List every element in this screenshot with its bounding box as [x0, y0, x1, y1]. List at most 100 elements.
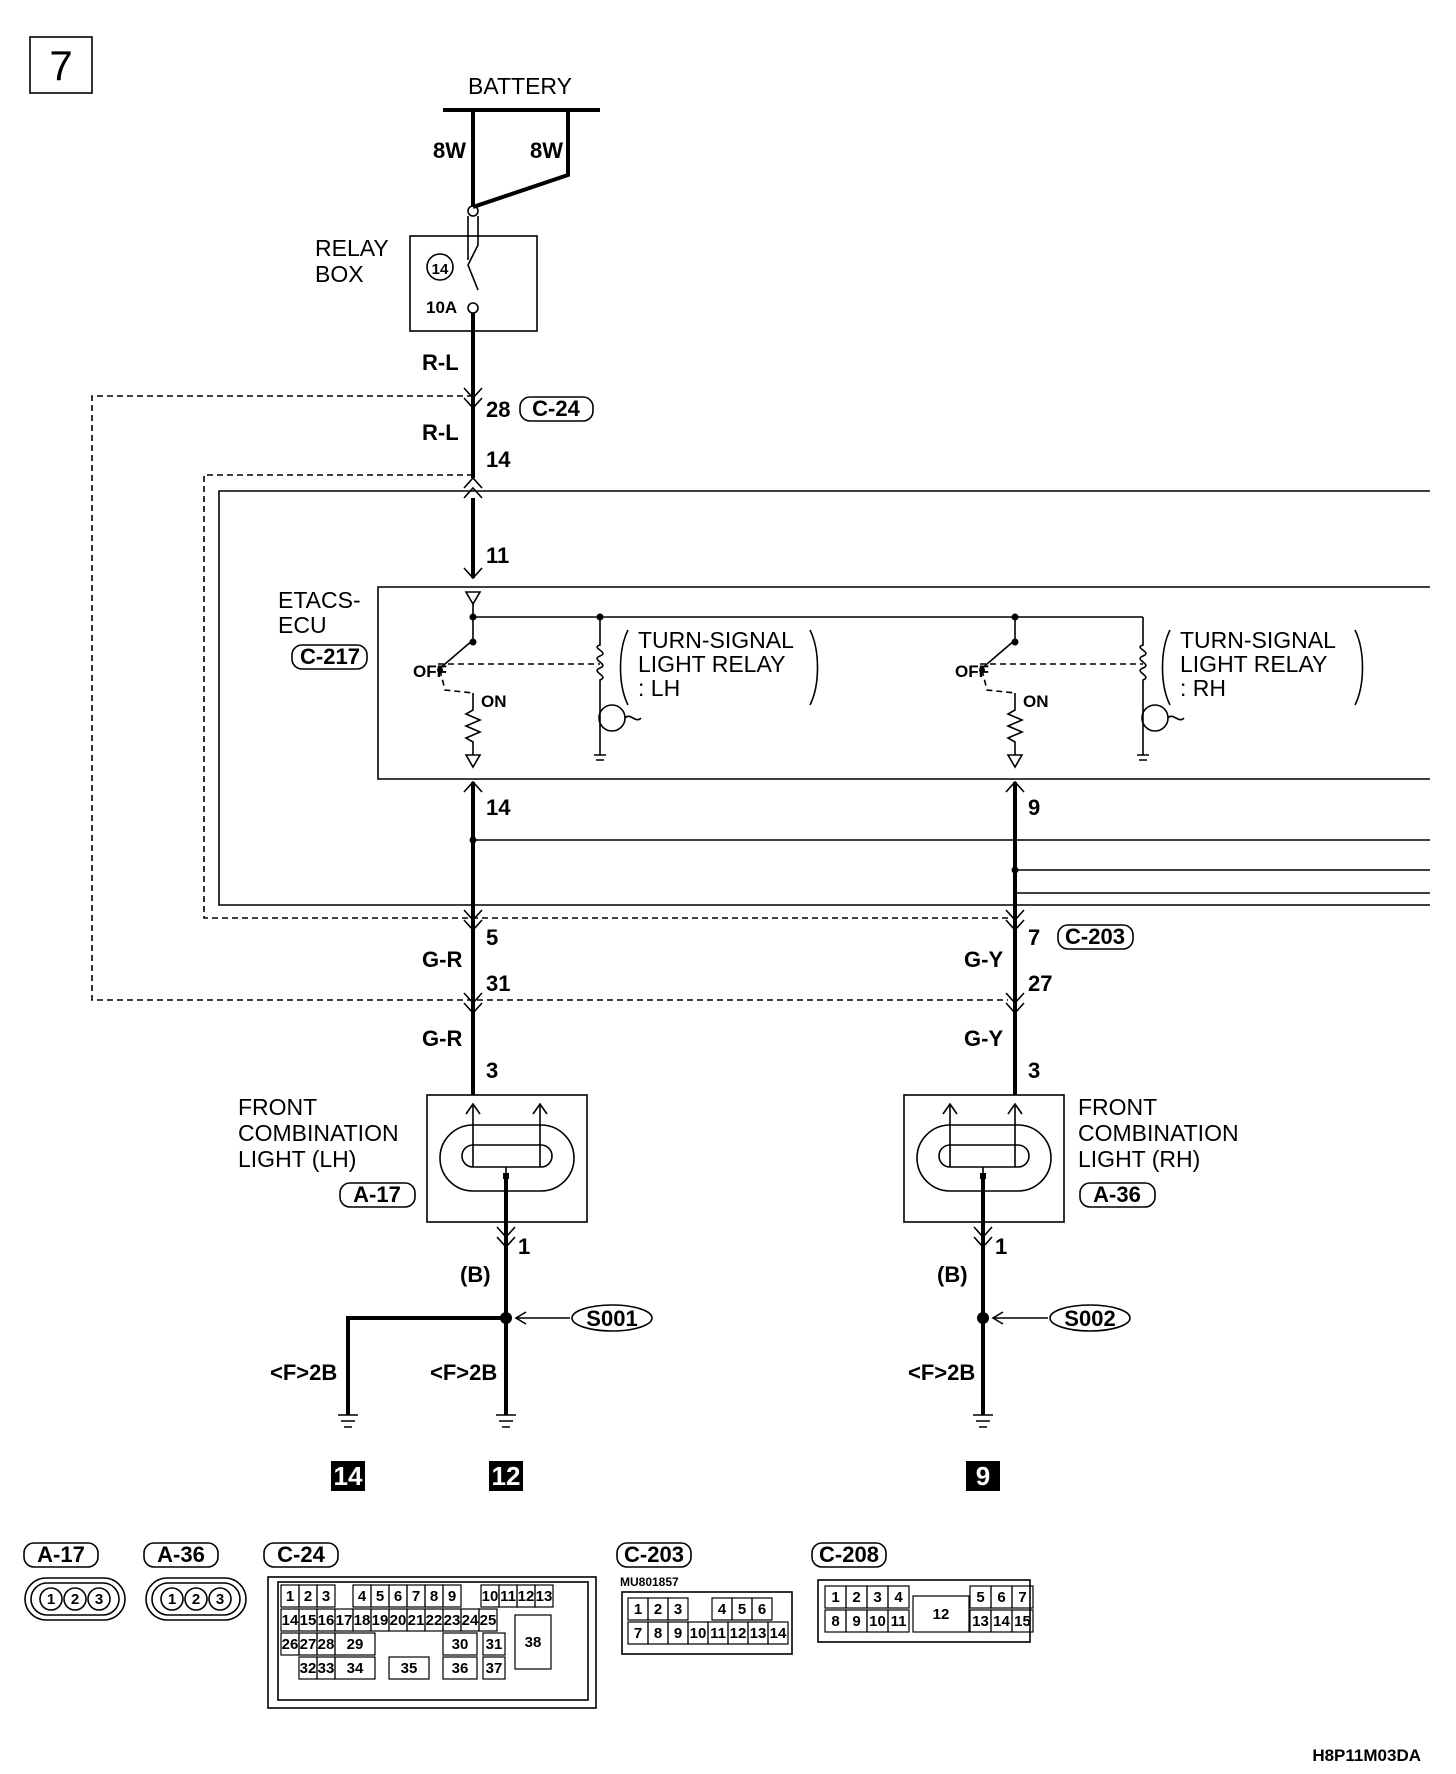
legend-c24-cell — [514, 1614, 552, 1670]
pin-ecu-14: 14 — [486, 795, 511, 820]
legend-c24-pin: 10 — [482, 1588, 499, 1605]
connector-c24-badge — [519, 396, 594, 422]
legend-c208-pin: 7 — [1018, 1589, 1026, 1606]
legend-c24-pin: 31 — [486, 1636, 503, 1653]
ground-14-location: <F>2B — [270, 1360, 337, 1385]
legend-c208-cell — [887, 1585, 910, 1609]
legend-c24-label: C-24 — [277, 1542, 325, 1567]
relay-rh-label-3: : RH — [1180, 675, 1226, 701]
legend-a17-pin: 3 — [95, 1591, 103, 1608]
battery-label: BATTERY — [468, 73, 572, 99]
legend-c208-pin: 9 — [852, 1613, 860, 1630]
legend-c24-cell — [482, 1656, 506, 1680]
page-badge-box — [29, 36, 93, 94]
legend-c208-pin: 12 — [933, 1606, 950, 1623]
legend-c24-pin: 28 — [318, 1636, 335, 1653]
legend-c24-pin: 14 — [282, 1612, 299, 1629]
front-rh-label-3: LIGHT (RH) — [1078, 1146, 1200, 1172]
legend-c208-pin: 11 — [891, 1613, 907, 1630]
legend-c24-pin: 32 — [300, 1660, 317, 1677]
relay-transistor-rh — [1141, 704, 1169, 732]
legend-c203-cell — [667, 1597, 689, 1621]
legend-c24-cell — [442, 1656, 478, 1680]
pin-ecu-11: 11 — [486, 543, 509, 568]
connector-c208-arrow-top — [463, 476, 483, 499]
legend-c24-pin: 33 — [318, 1660, 335, 1677]
wire-b-lh-label: (B) — [460, 1262, 491, 1287]
legend-c24-pin: 7 — [412, 1588, 420, 1605]
battery-wire-right: 8W — [530, 138, 563, 163]
legend-c24-pin: 34 — [347, 1660, 364, 1677]
relay-rh-label-2: LIGHT RELAY — [1180, 651, 1327, 677]
legend-c208-label: C-208 — [819, 1542, 879, 1567]
legend-c24-pin: 35 — [401, 1660, 418, 1677]
ecu-module-outline — [218, 490, 1430, 906]
legend-c24-pin: 16 — [318, 1612, 335, 1629]
legend-c24-pin: 3 — [322, 1588, 330, 1605]
relay-coil-lh — [596, 617, 604, 707]
splice-s002-badge — [1049, 1304, 1131, 1332]
legend-c203-pin: 5 — [738, 1601, 746, 1618]
legend-c24-cell — [482, 1632, 506, 1656]
legend-c208-pin: 15 — [1014, 1613, 1031, 1630]
fuse-number: 14 — [432, 261, 449, 278]
legend-a36-label: A-36 — [157, 1542, 205, 1567]
battery-wires — [471, 110, 570, 209]
wire-b-rh-label: (B) — [937, 1262, 968, 1287]
legend-c24-pin: 38 — [525, 1634, 542, 1651]
pin-rh-1: 1 — [995, 1234, 1007, 1259]
wire-gr-2: G-R — [422, 1026, 462, 1051]
legend-c24-pin: 2 — [304, 1588, 312, 1605]
ground-14-number: 14 — [334, 1461, 363, 1491]
legend-c203-cell — [767, 1621, 789, 1645]
legend-c24-cell — [478, 1608, 498, 1632]
pin-c203-27: 27 — [1028, 971, 1052, 996]
legend-c24-pin: 6 — [394, 1588, 402, 1605]
legend-a17-shape — [24, 1577, 126, 1621]
ground-12-number: 12 — [492, 1461, 521, 1491]
legend-c24-pin: 23 — [444, 1612, 461, 1629]
pin-c208-5: 5 — [486, 925, 498, 950]
relay-lh-label-1: TURN-SIGNAL — [638, 627, 794, 653]
switch-lh-off: OFF — [413, 662, 447, 681]
legend-c208-pin: 13 — [972, 1613, 989, 1630]
ground-12-symbol — [496, 1414, 516, 1428]
wire-gy-1: G-Y — [964, 947, 1003, 972]
legend-c203-pin: 13 — [750, 1625, 767, 1642]
pin-c203-7: 7 — [1028, 925, 1040, 950]
legend-c203-pin: 1 — [634, 1601, 642, 1618]
connector-c217: C-217 — [300, 644, 360, 669]
ground-12-location: <F>2B — [430, 1360, 497, 1385]
etacs-ecu-box — [377, 586, 1430, 780]
pin-c24-31: 31 — [486, 971, 510, 996]
legend-c24-pin: 29 — [347, 1636, 364, 1653]
legend-c203-pin: 10 — [690, 1625, 707, 1642]
legend-c24-pin: 36 — [452, 1660, 469, 1677]
splice-s001: S001 — [586, 1306, 637, 1331]
ground-9-location: <F>2B — [908, 1360, 975, 1385]
relay-transistor-lh — [598, 704, 626, 732]
legend-c24-pin: 27 — [300, 1636, 317, 1653]
legend-a36-pin: 1 — [168, 1591, 176, 1608]
power-symbol — [464, 591, 482, 606]
connector-c24-outline — [91, 395, 1008, 1001]
wire-gy-2: G-Y — [964, 1026, 1003, 1051]
legend-c203-pin: 14 — [770, 1625, 787, 1642]
legend-c24-pin: 13 — [536, 1588, 553, 1605]
front-lh-label-2: COMBINATION — [238, 1120, 399, 1146]
splice-s002: S002 — [1064, 1306, 1115, 1331]
legend-c24-pin: 25 — [480, 1612, 497, 1629]
splice-s001-badge — [571, 1304, 653, 1332]
legend-c24-pin: 12 — [518, 1588, 535, 1605]
ecu-input-arrow — [463, 567, 483, 580]
relay-rh-label-1: TURN-SIGNAL — [1180, 627, 1336, 653]
legend-c203-label: C-203 — [624, 1542, 684, 1567]
legend-c24-pin: 21 — [408, 1612, 425, 1629]
fuse-number-circle — [426, 253, 454, 281]
legend-c24-pin: 20 — [390, 1612, 407, 1629]
pin-c24-28: 28 — [486, 397, 510, 422]
front-lh-label-3: LIGHT (LH) — [238, 1146, 356, 1172]
splice-s002-point — [977, 1312, 989, 1324]
legend-c203-shape — [621, 1591, 793, 1655]
